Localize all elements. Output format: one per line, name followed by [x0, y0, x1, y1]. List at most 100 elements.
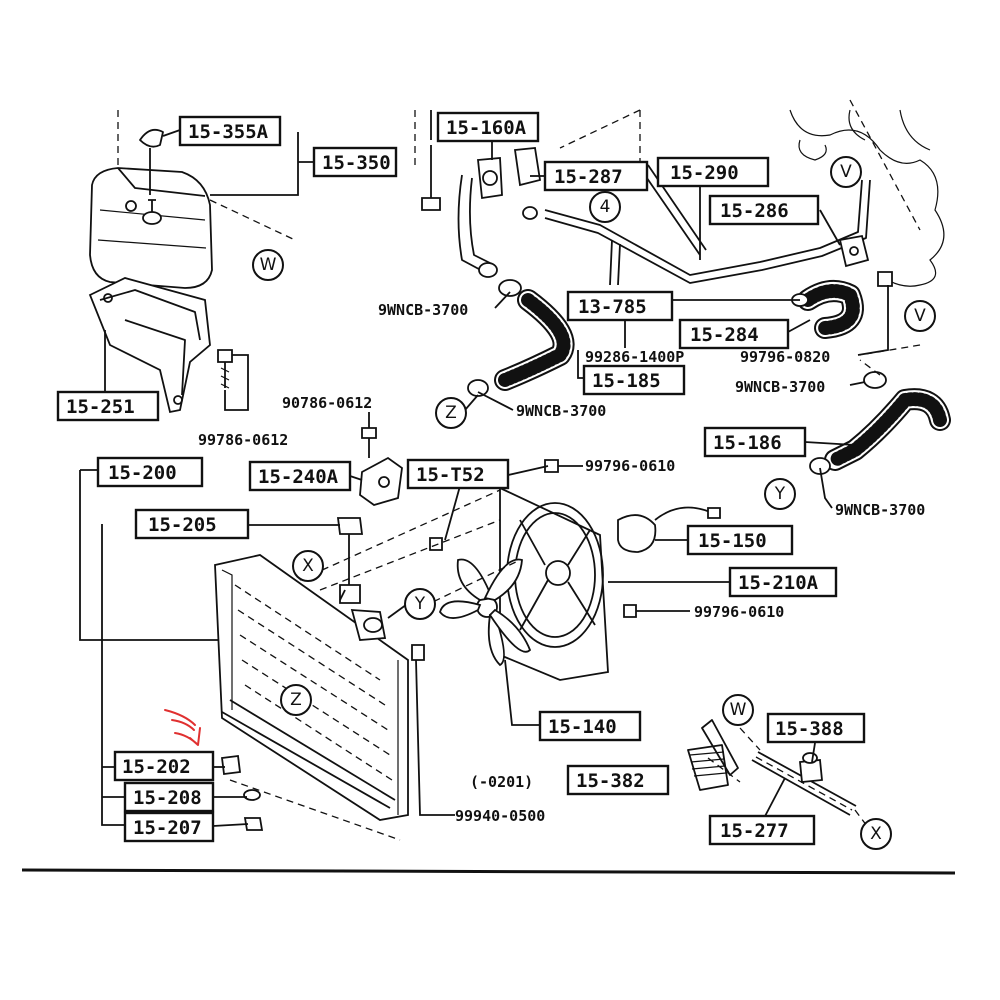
dashed-guides [117, 99, 921, 841]
label-15-240A: 15-240A [248, 460, 352, 492]
label-15-355A: 15-355A [178, 115, 282, 147]
label-15-251: 15-251 [56, 390, 160, 422]
svg-text:Z: Z [290, 690, 302, 710]
svg-text:15-140: 15-140 [548, 716, 617, 738]
text-0201: (-0201) [470, 773, 533, 791]
label-15-207: 15-207 [123, 811, 215, 843]
label-15-185: 15-185 [582, 364, 686, 396]
text-parts: 99786-0612 9WNCB-3700 99286-1400P 99796-… [198, 301, 925, 825]
svg-text:15-284: 15-284 [690, 324, 759, 346]
svg-text:15-277: 15-277 [720, 820, 789, 842]
text-9wncb-3700-b: 9WNCB-3700 [735, 378, 825, 396]
svg-text:15-350: 15-350 [322, 152, 391, 174]
label-15-382: 15-382 [566, 764, 670, 796]
label-15-150: 15-150 [686, 524, 794, 556]
text-9wncb-3700-d: 9WNCB-3700 [835, 501, 925, 519]
callout-v-top: V [830, 156, 862, 188]
heater-pipe [522, 164, 871, 286]
svg-text:15-388: 15-388 [775, 718, 844, 740]
callout-x-radiator: X [292, 550, 324, 582]
svg-text:15-207: 15-207 [133, 817, 202, 839]
svg-text:15-208: 15-208 [133, 787, 202, 809]
text-99286-1400p: 99286-1400P [585, 348, 684, 366]
svg-text:15-200: 15-200 [108, 462, 177, 484]
label-15-286: 15-286 [708, 194, 820, 226]
bolt-15-160A [421, 145, 441, 211]
svg-text:15-160A: 15-160A [446, 117, 527, 139]
coolant-reservoir-tank [89, 128, 213, 289]
callout-y-right: Y [764, 478, 796, 510]
svg-text:W: W [730, 700, 747, 720]
label-15-350: 15-350 [312, 146, 398, 178]
label-15-210A: 15-210A [728, 566, 838, 598]
svg-text:15-286: 15-286 [720, 200, 789, 222]
label-15-284: 15-284 [678, 318, 790, 350]
label-15-202: 15-202 [113, 750, 215, 782]
svg-text:13-785: 13-785 [578, 296, 647, 318]
callout-z-radiator: Z [280, 684, 312, 716]
engine-block-outline [789, 109, 945, 287]
text-99796-0610-b: 99796-0610 [694, 603, 784, 621]
bracket-15-286 [838, 234, 893, 287]
radiator-core [214, 554, 409, 821]
svg-text:V: V [914, 306, 926, 326]
label-15-208: 15-208 [123, 781, 215, 813]
svg-text:15-290: 15-290 [670, 162, 739, 184]
hose-clamp-upper [467, 262, 522, 397]
svg-text:V: V [840, 162, 852, 182]
svg-text:15-150: 15-150 [698, 530, 767, 552]
overflow-hose-coiled [687, 719, 739, 791]
text-90786-0612: 90786-0612 [282, 394, 372, 412]
svg-text:15-186: 15-186 [713, 432, 782, 454]
svg-text:15-382: 15-382 [576, 770, 645, 792]
label-15-205: 15-205 [134, 508, 250, 540]
fan-motor [617, 506, 721, 553]
highlight-arrow [164, 709, 201, 746]
callout-w-top: W [252, 249, 284, 281]
fan-blade [439, 558, 532, 667]
label-15-T52: 15-T52 [406, 458, 510, 490]
label-15-290: 15-290 [656, 156, 770, 188]
bolt-99786-0612 [217, 349, 233, 389]
label-15-277: 15-277 [708, 814, 816, 846]
text-9wncb-3700-a: 9WNCB-3700 [378, 301, 468, 319]
radiator-mount-bracket [359, 427, 403, 506]
text-9wncb-3700-c: 9WNCB-3700 [516, 402, 606, 420]
svg-text:15-251: 15-251 [66, 396, 135, 418]
bypass-hose-15-284 [791, 280, 864, 339]
radiator-upper-hose [494, 289, 575, 391]
text-99786-0612: 99786-0612 [198, 431, 288, 449]
svg-text:Z: Z [445, 403, 457, 423]
text-99796-0820: 99796-0820 [740, 348, 830, 366]
label-15-200: 15-200 [96, 456, 204, 488]
svg-text:15-185: 15-185 [592, 370, 661, 392]
reservoir-bracket [88, 277, 211, 414]
callout-z-top: Z [435, 397, 467, 429]
svg-text:15-205: 15-205 [148, 514, 217, 536]
fan-shroud [499, 486, 609, 681]
svg-text:15-355A: 15-355A [188, 121, 269, 143]
radiator-drain-plug [220, 754, 264, 831]
bottom-divider [21, 868, 956, 875]
radiator-lower-hose [809, 371, 951, 475]
svg-text:15-202: 15-202 [122, 756, 191, 778]
callout-y-radiator: Y [404, 588, 436, 620]
radiator-cap-15-205 [336, 517, 364, 585]
svg-text:X: X [302, 556, 314, 576]
svg-text:X: X [870, 824, 882, 844]
label-15-287: 15-287 [543, 160, 649, 192]
svg-text:W: W [260, 255, 277, 275]
label-13-785: 13-785 [566, 290, 674, 322]
callout-w-bottom: W [722, 694, 754, 726]
callout-four: 4 [589, 191, 621, 223]
svg-text:Y: Y [774, 484, 786, 504]
text-99940-0500: 99940-0500 [455, 807, 545, 825]
label-15-186: 15-186 [703, 426, 807, 458]
svg-text:15-T52: 15-T52 [416, 464, 485, 486]
text-99796-0610-a: 99796-0610 [585, 457, 675, 475]
svg-text:4: 4 [600, 197, 611, 217]
svg-text:15-240A: 15-240A [258, 466, 339, 488]
clip-15-388 [799, 752, 823, 783]
label-15-140: 15-140 [538, 710, 642, 742]
